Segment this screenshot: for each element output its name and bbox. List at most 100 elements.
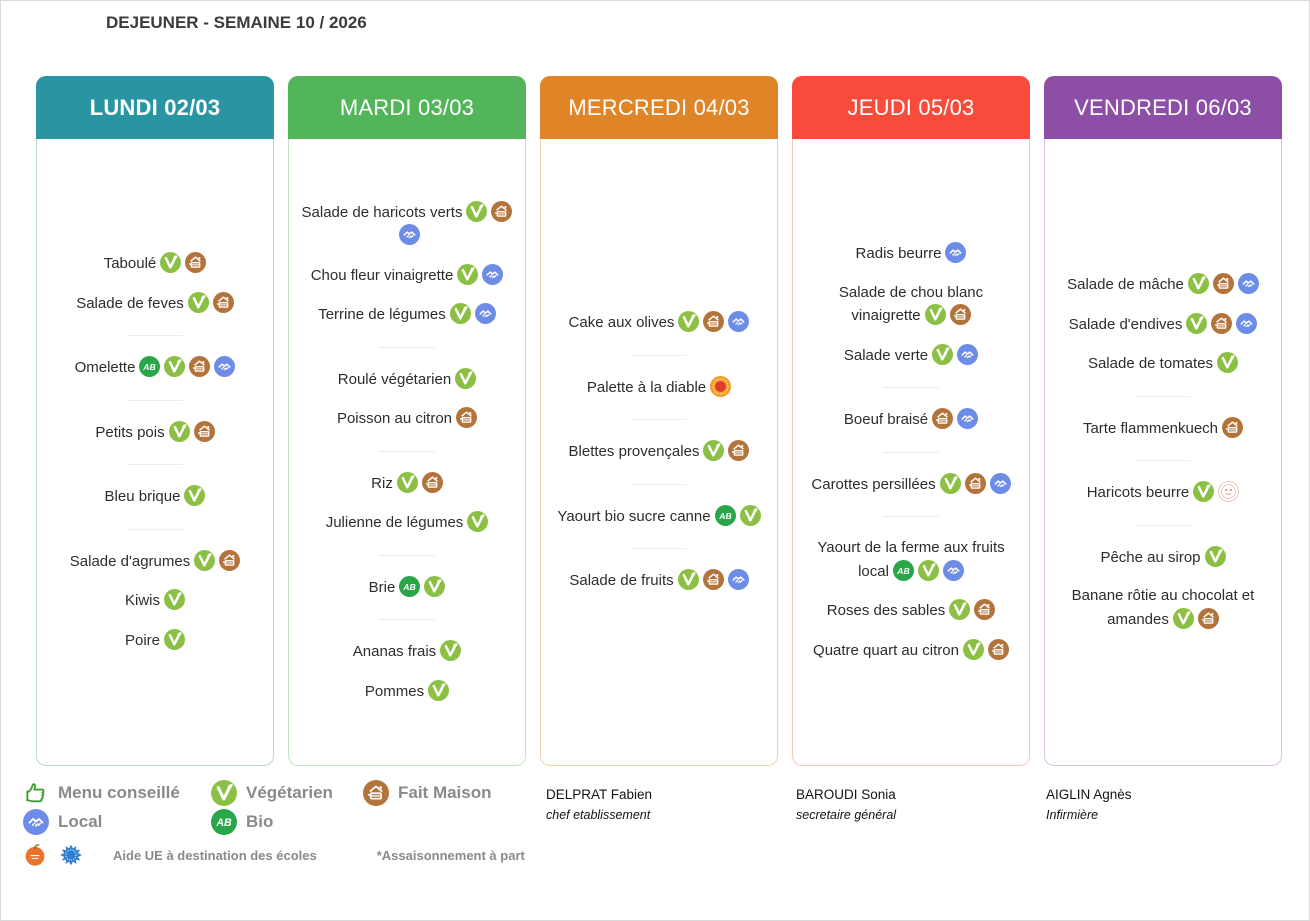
fait-maison-icon xyxy=(964,472,986,494)
vegetarian-icon xyxy=(1172,607,1194,629)
svg-text:AB: AB xyxy=(403,582,416,592)
thumbs-up-icon xyxy=(23,780,49,806)
vegetarian-icon xyxy=(924,304,946,325)
fait-maison-icon xyxy=(1197,607,1219,629)
legend-fait-maison: Fait Maison xyxy=(363,780,543,806)
staff-infirmiere: AIGLIN Agnès Infirmière xyxy=(1046,787,1286,822)
course-divider xyxy=(1135,460,1191,461)
vegetarian-icon xyxy=(466,200,488,222)
local-icon xyxy=(23,809,49,835)
vegetarian-icon xyxy=(1193,481,1215,502)
menu-item-label: Riz xyxy=(371,474,393,492)
menu-item-label: Banane rôtie au chocolat et amandes xyxy=(1071,587,1255,628)
menu-item: Salade d'agrumes xyxy=(47,549,263,574)
local-icon xyxy=(957,343,979,365)
legend-menu-conseille: Menu conseillé xyxy=(23,780,211,806)
svg-text:AB: AB xyxy=(215,817,232,829)
menu-item-label: Radis beurre xyxy=(855,245,942,262)
day-header-jeudi: JEUDI 05/03 xyxy=(792,76,1030,139)
menu-item: Cake aux olives xyxy=(551,311,767,335)
menu-item: Brie AB xyxy=(299,575,515,600)
menu-item: Petits pois xyxy=(47,420,263,445)
menu-item: Omelette AB xyxy=(47,356,263,380)
menu-item-label: Yaourt de la ferme aux fruits local xyxy=(817,539,1005,580)
local-icon xyxy=(214,356,236,377)
menu-item-label: Pommes xyxy=(364,682,425,700)
course-divider xyxy=(883,451,939,453)
fait-maison-icon xyxy=(363,780,389,806)
local-icon xyxy=(1237,273,1259,294)
course-divider xyxy=(127,464,183,465)
bio-icon: AB xyxy=(211,809,237,835)
menu-item-label: Haricots beurre xyxy=(1086,484,1190,501)
menu-item: Salade d'endives xyxy=(1055,312,1271,337)
vegetarian-icon xyxy=(949,599,971,620)
vegetarian-icon xyxy=(962,638,984,660)
staff-secretaire: BAROUDI Sonia secretaire général xyxy=(796,787,1036,822)
menu-item-label: Pêche au sirop xyxy=(1100,548,1201,566)
course-divider xyxy=(1135,524,1191,526)
menu-item-label: Salade de tomates xyxy=(1087,355,1214,372)
day-header-mercredi: MERCREDI 04/03 xyxy=(540,76,778,139)
menu-item: Quatre quart au citron xyxy=(803,638,1019,663)
aide-ue-label: Aide UE à destination des écoles xyxy=(113,847,317,863)
vegetarian-icon xyxy=(428,679,450,701)
legend-bio: AB Bio xyxy=(211,809,363,835)
menu-item-label: Palette à la diable xyxy=(586,378,707,396)
vegetarian-icon xyxy=(194,549,216,571)
menu-item: Ananas frais xyxy=(299,640,515,664)
menu-item-label: Salade de chou blanc vinaigrette xyxy=(838,283,984,325)
local-icon xyxy=(482,263,504,285)
fait-maison-icon xyxy=(987,638,1009,660)
course-divider xyxy=(127,335,183,336)
local-icon xyxy=(945,242,967,263)
bio-icon: AB xyxy=(139,356,161,377)
menu-item: Roses des sables xyxy=(803,599,1019,623)
vegetarian-icon xyxy=(1187,273,1209,294)
menu-item-label: Brie xyxy=(368,578,396,596)
legend-label: Menu conseillé xyxy=(58,783,180,802)
bio-icon: AB xyxy=(714,504,736,526)
staff-chef: DELPRAT Fabien chef etablissement xyxy=(546,787,786,822)
fait-maison-icon xyxy=(974,599,996,620)
course-divider xyxy=(379,554,435,556)
course-divider xyxy=(1135,395,1191,397)
legend-label: Bio xyxy=(246,812,274,831)
staff-role: chef etablissement xyxy=(546,808,651,822)
fresh-label-icon xyxy=(1218,481,1240,502)
menu-item-label: Cake aux olives xyxy=(568,314,675,332)
vegetarian-icon xyxy=(187,291,209,313)
svg-text:AB: AB xyxy=(896,565,909,575)
fait-maison-icon xyxy=(212,291,234,313)
menu-item-label: Salade de fruits xyxy=(569,572,674,590)
assaisonnement-label: *Assaisonnement à part xyxy=(376,847,525,863)
menu-item-label: Omelette xyxy=(74,359,136,376)
vegetarian-icon xyxy=(184,485,206,506)
fait-maison-icon xyxy=(193,420,215,442)
bio-icon: AB xyxy=(399,575,421,597)
fait-maison-icon xyxy=(932,408,954,429)
vegetarian-icon xyxy=(467,511,489,533)
eu-milk-scheme-icon xyxy=(59,843,83,867)
menu-item: Pêche au sirop xyxy=(1055,545,1271,570)
vegetarian-icon xyxy=(703,440,725,462)
vegetarian-icon xyxy=(396,471,418,493)
vegetarian-icon xyxy=(455,367,477,389)
menu-item-label: Terrine de légumes xyxy=(318,306,446,324)
day-header-mardi: MARDI 03/03 xyxy=(288,76,526,139)
course-divider xyxy=(127,528,183,530)
vegetarian-icon xyxy=(939,472,961,494)
fait-maison-icon xyxy=(189,356,211,377)
menu-item: Salade de chou blanc vinaigrette xyxy=(803,282,1019,328)
menu-item: Taboulé xyxy=(47,252,263,276)
fait-maison-icon xyxy=(702,569,724,591)
menu-item: Carottes persillées xyxy=(803,472,1019,497)
menu-item-label: Poire xyxy=(124,631,161,649)
svg-text:AB: AB xyxy=(143,362,156,372)
legend: Menu conseillé Végétarien Fait Maison Lo… xyxy=(23,780,543,867)
menu-item: Terrine de légumes xyxy=(299,303,515,327)
